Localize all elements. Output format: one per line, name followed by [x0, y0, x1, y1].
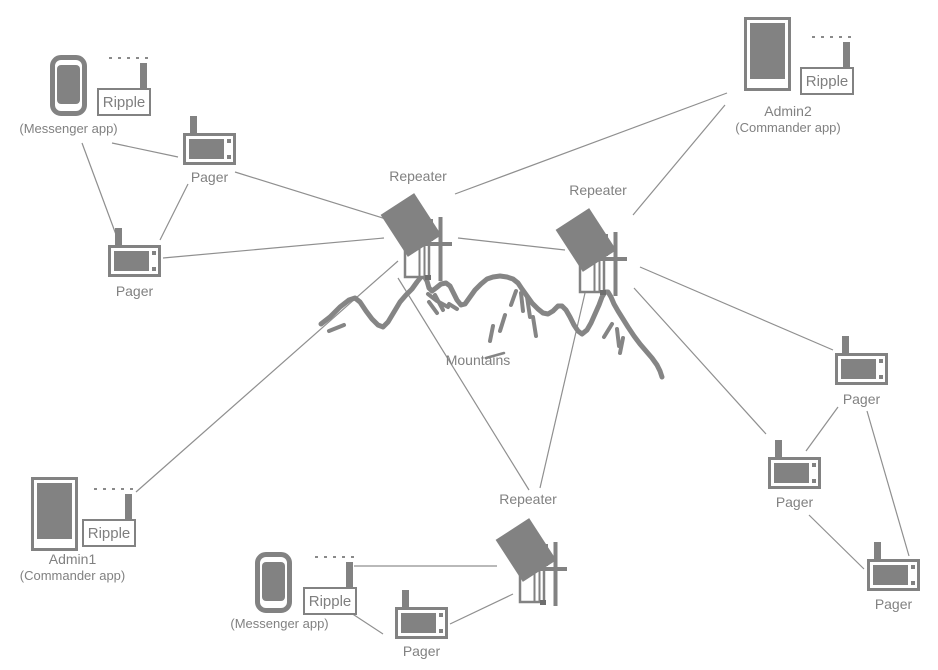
pager1-button-icon	[227, 139, 231, 143]
messenger2-phone	[255, 552, 292, 613]
repeater3-label: Repeater	[499, 491, 557, 507]
ripple2-antenna-icon	[346, 562, 353, 588]
link-repeater2-admin2	[632, 104, 726, 216]
mountains-label: Mountains	[445, 352, 511, 368]
mountain-small-dash	[484, 351, 506, 360]
pager5-device	[768, 440, 821, 489]
link-pager2-repeater1	[162, 237, 385, 259]
ripple1-signal-dots-icon	[109, 57, 149, 59]
ripple2-label: Ripple	[303, 587, 357, 615]
messenger1-label: (Messenger app)	[19, 121, 118, 136]
pager4-device	[835, 336, 888, 385]
ripple1-device: Ripple	[97, 57, 151, 116]
repeater2-label: Repeater	[569, 182, 627, 198]
messenger1-phone-screen	[57, 65, 80, 104]
messenger2-label: (Messenger app)	[230, 616, 329, 631]
link-pager4-pager5	[805, 406, 839, 452]
pager6-screen	[873, 565, 908, 585]
link-messenger1-pager2	[81, 142, 119, 241]
messenger1-phone	[50, 55, 87, 116]
pager6-device	[867, 542, 920, 591]
ripple-admin2-label: Ripple	[800, 67, 854, 95]
pager3-device	[395, 590, 448, 639]
link-pager1-pager2	[159, 183, 189, 241]
link-repeater2-pager4	[639, 266, 834, 351]
pager1-button-icon	[227, 155, 231, 159]
repeater1-label: Repeater	[389, 168, 447, 184]
pager6-label: Pager	[874, 596, 913, 612]
pager2-device	[108, 228, 161, 277]
pager1-device	[183, 116, 236, 165]
ripple-admin2-signal-dots-icon	[812, 36, 852, 38]
admin1-tablet	[31, 477, 78, 551]
repeater2-device	[555, 208, 627, 296]
pager6-button-icon	[911, 581, 915, 585]
admin1-app-label: (Commander app)	[19, 568, 126, 583]
admin2-tablet-screen	[750, 23, 785, 79]
pager4-screen	[841, 359, 876, 379]
pager2-button-icon	[152, 251, 156, 255]
link-ripple1-pager1	[111, 142, 179, 158]
admin1-name-label: Admin1	[48, 551, 97, 567]
link-admin1-repeater1	[135, 260, 399, 493]
pager3-label: Pager	[402, 643, 441, 659]
link-repeater1-repeater3	[397, 277, 530, 491]
ripple2-device: Ripple	[303, 556, 357, 615]
pager1-antenna-icon	[190, 116, 197, 135]
link-repeater2-repeater3	[539, 292, 586, 489]
mountain-detail-strokes	[327, 289, 625, 355]
pager2-screen	[114, 251, 149, 271]
ripple-admin1-device: Ripple	[82, 488, 136, 547]
link-repeater1-admin2	[454, 92, 728, 195]
admin1-tablet-screen	[37, 483, 72, 539]
pager2-antenna-icon	[115, 228, 122, 247]
pager5-button-icon	[812, 463, 816, 467]
messenger2-phone-screen	[262, 562, 285, 601]
admin2-name-label: Admin2	[764, 103, 812, 119]
pager3-button-icon	[439, 629, 443, 633]
pager3-antenna-icon	[402, 590, 409, 609]
pager5-label: Pager	[775, 494, 814, 510]
link-pager5-pager6	[808, 514, 865, 570]
pager4-antenna-icon	[842, 336, 849, 355]
ripple-admin2-antenna-icon	[843, 42, 850, 68]
link-pager3-repeater3	[449, 593, 514, 625]
ripple1-label: Ripple	[97, 88, 151, 116]
ripple-admin1-label: Ripple	[82, 519, 136, 547]
pager4-button-icon	[879, 359, 883, 363]
repeater1-device	[380, 193, 452, 281]
pager5-button-icon	[812, 479, 816, 483]
mountain-ridge	[318, 273, 665, 380]
pager5-screen	[774, 463, 809, 483]
pager6-button-icon	[911, 565, 915, 569]
link-repeater2-pager5	[633, 287, 767, 435]
pager6-antenna-icon	[874, 542, 881, 561]
pager4-label: Pager	[842, 391, 881, 407]
ripple-admin1-antenna-icon	[125, 494, 132, 520]
pager4-button-icon	[879, 375, 883, 379]
link-pager4-pager6	[866, 410, 910, 557]
pager2-label: Pager	[115, 283, 154, 299]
pager3-screen	[401, 613, 436, 633]
pager5-antenna-icon	[775, 440, 782, 459]
pager1-label: Pager	[190, 169, 229, 185]
pager3-button-icon	[439, 613, 443, 617]
ripple2-signal-dots-icon	[315, 556, 355, 558]
ripple1-antenna-icon	[140, 63, 147, 89]
ripple-admin1-signal-dots-icon	[94, 488, 134, 490]
pager2-button-icon	[152, 267, 156, 271]
link-pager1-repeater1	[234, 171, 387, 220]
admin2-tablet	[744, 17, 791, 91]
ripple-admin2-device: Ripple	[800, 36, 854, 95]
pager1-screen	[189, 139, 224, 159]
link-repeater1-repeater2	[457, 237, 566, 251]
admin2-app-label: (Commander app)	[735, 120, 841, 135]
repeater3-device	[495, 518, 567, 606]
